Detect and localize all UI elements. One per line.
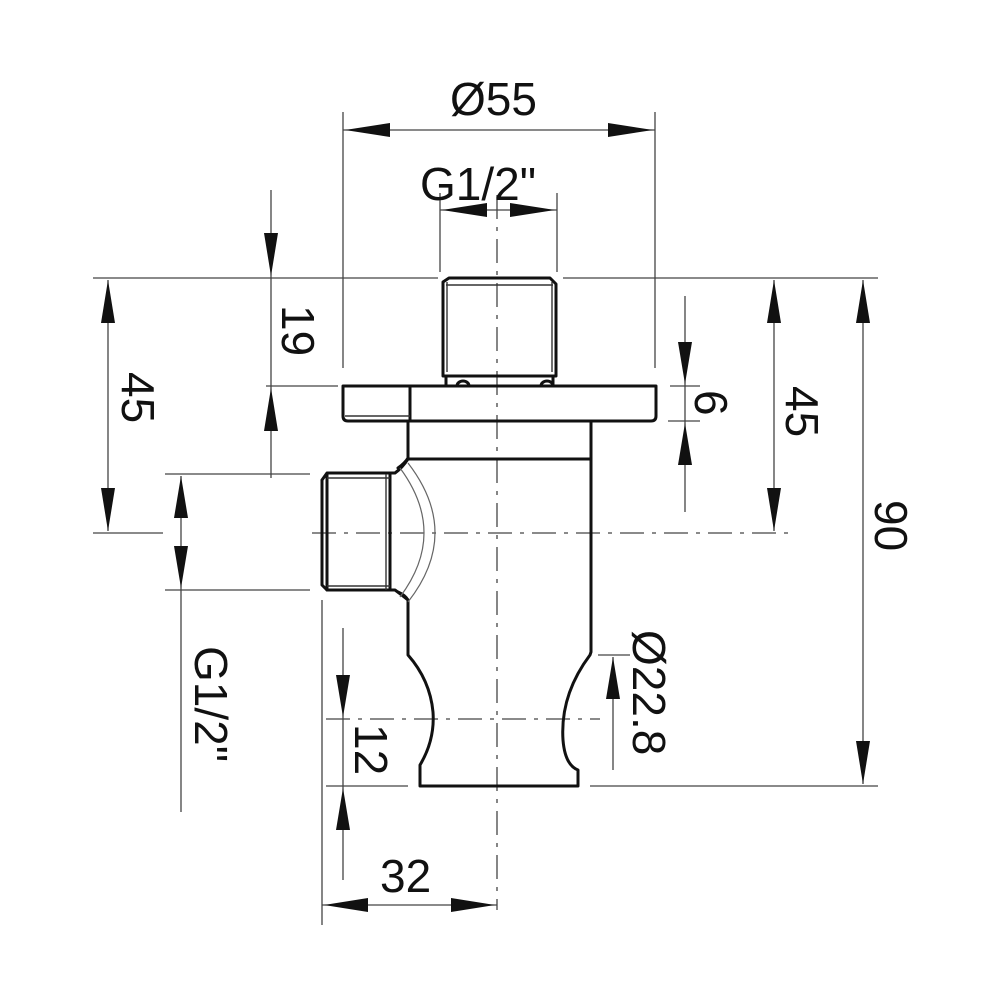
label-32: 32 [380,850,431,902]
label-19: 19 [272,305,324,356]
label-diameter-55: Ø55 [450,73,537,125]
top-nipple [441,276,558,378]
flange [341,384,658,423]
body [396,419,593,788]
center-lines [312,195,790,910]
label-diameter-22-8: Ø22.8 [623,630,675,755]
extension-lines [93,112,878,925]
label-right-45: 45 [776,386,828,437]
side-nipple [320,457,410,602]
label-90: 90 [865,500,917,551]
dimension-lines [101,123,870,912]
label-top-thread: G1/2" [420,158,536,210]
label-left-thread: G1/2" [185,646,237,762]
label-6: 6 [685,390,737,416]
label-12: 12 [345,724,397,775]
dimension-labels: Ø55 G1/2" 19 45 G1/2" 6 45 90 Ø22.8 12 3… [112,73,917,902]
part-outline [320,276,658,788]
label-left-45: 45 [112,372,164,423]
